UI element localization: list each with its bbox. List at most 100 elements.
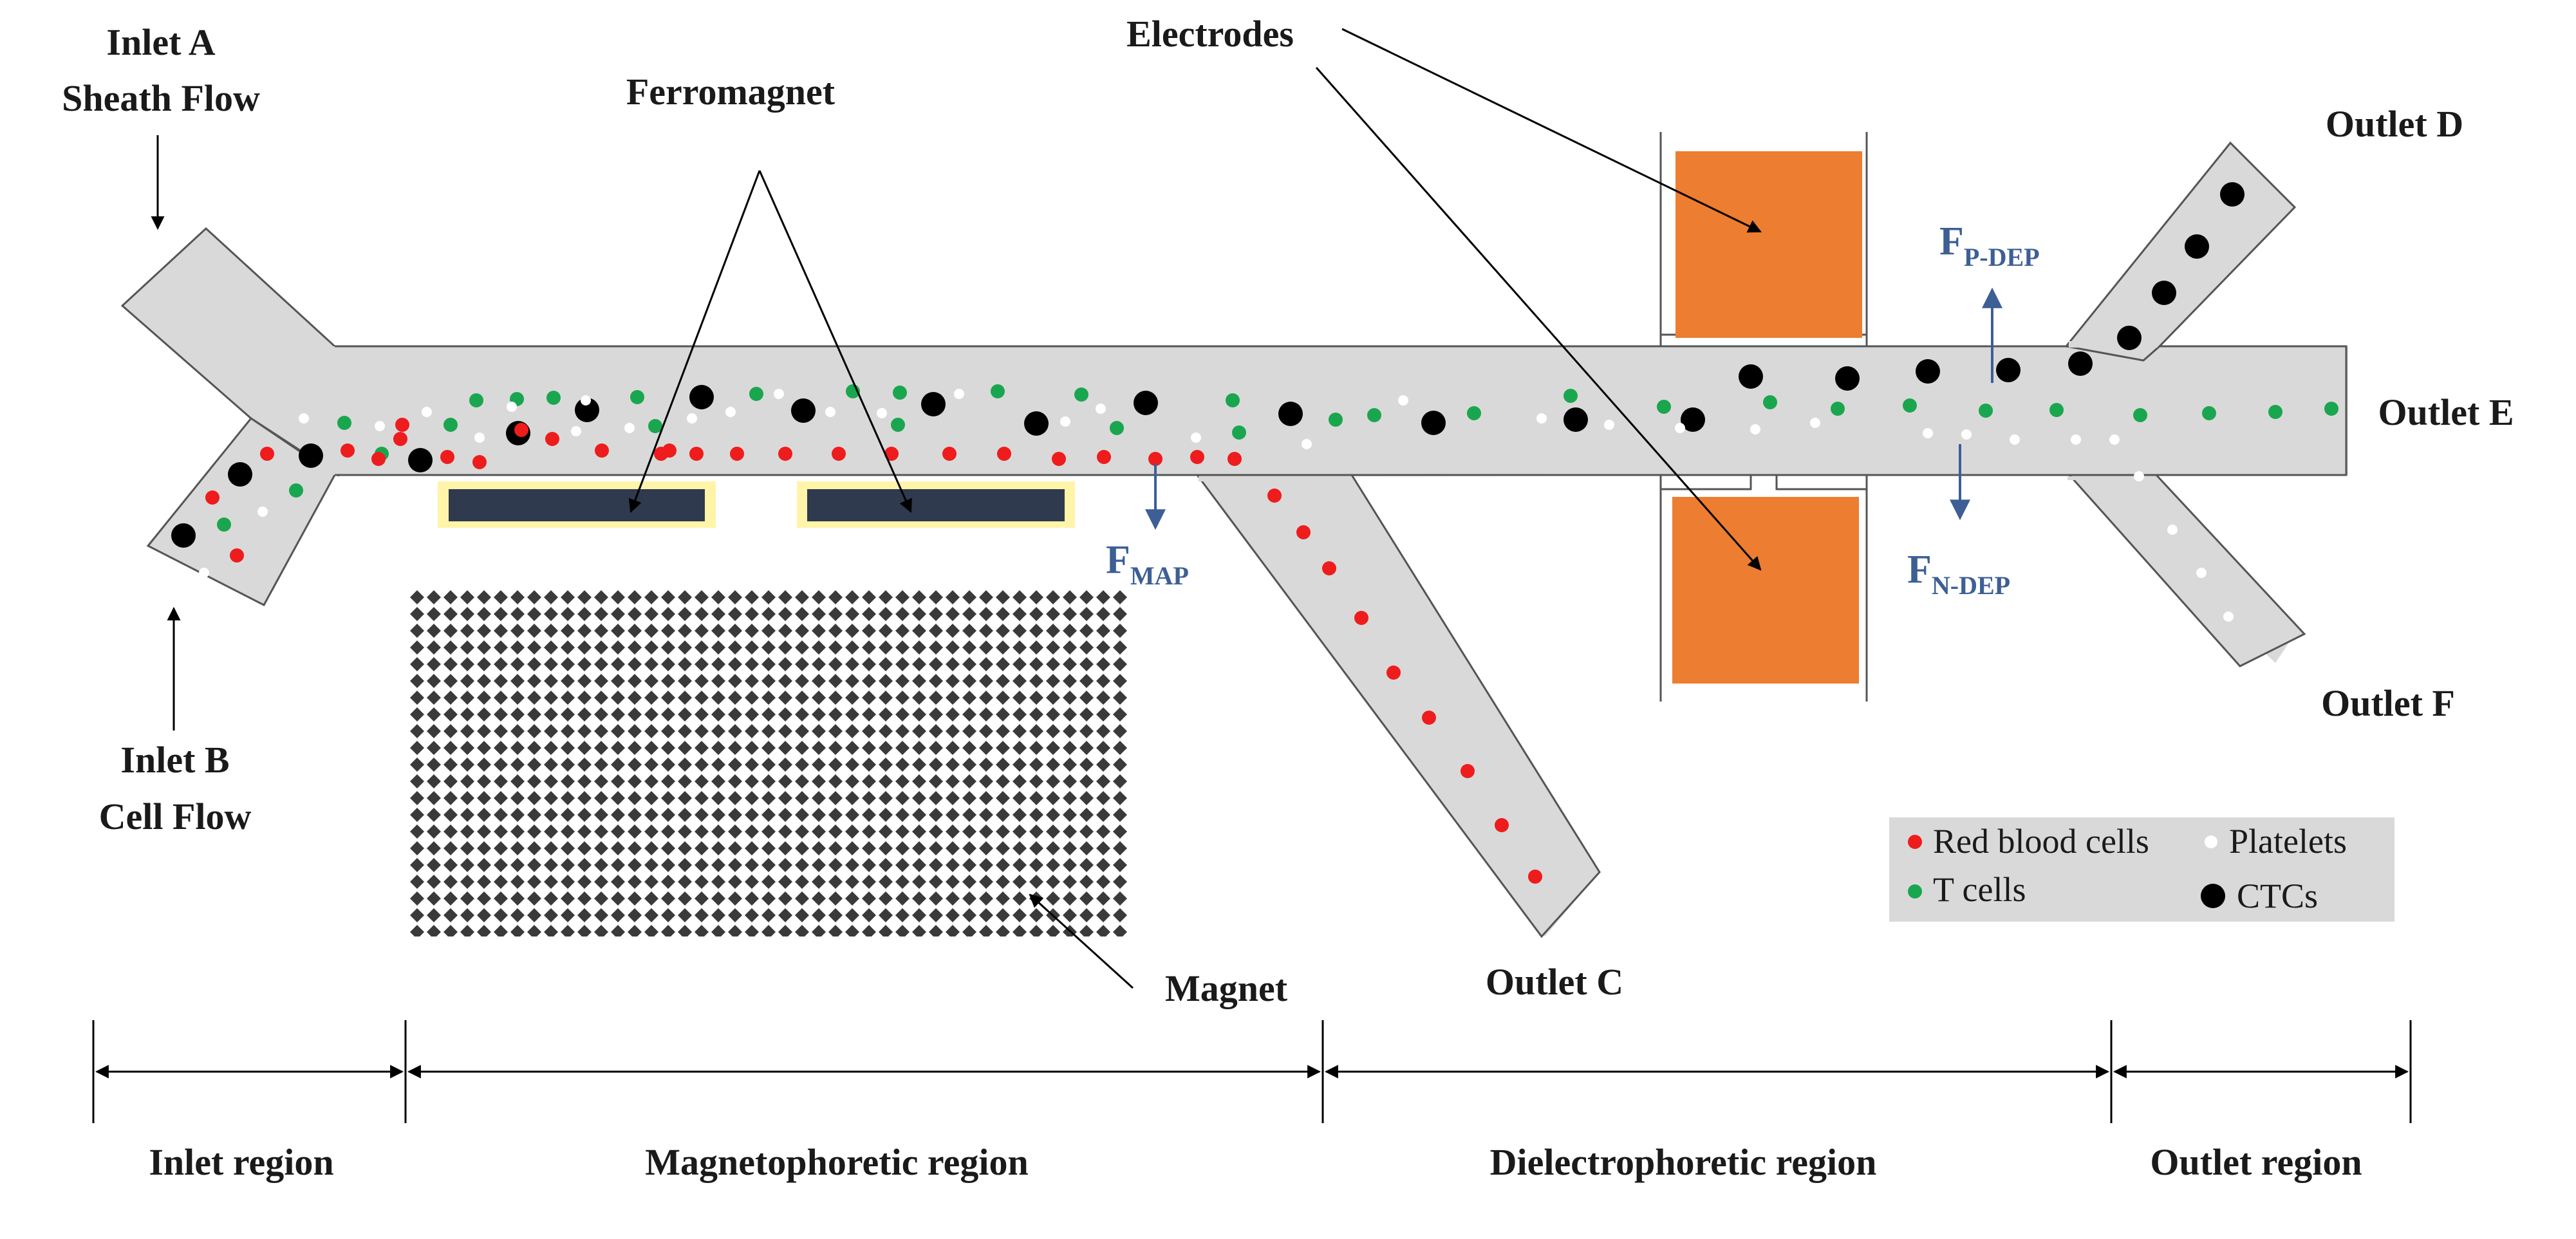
platelet (257, 507, 268, 517)
ferromagnet-bars (438, 481, 1075, 528)
ctc-cell (1835, 366, 1860, 391)
outlet-d-label: Outlet D (2326, 103, 2463, 145)
ctc-cell (1278, 402, 1303, 426)
ctc-cell (791, 398, 816, 423)
red-blood-cell (1354, 611, 1368, 625)
legend-platelet-label: Platelets (2229, 822, 2347, 861)
platelet (2223, 611, 2234, 622)
inlet-region-label: Inlet region (149, 1141, 333, 1183)
platelet (2134, 471, 2144, 481)
t-cell (891, 418, 905, 432)
red-blood-cell (1322, 561, 1336, 575)
ctc-cell (228, 462, 252, 487)
red-blood-cell (1461, 764, 1475, 778)
red-blood-cell (1267, 489, 1282, 503)
red-blood-cell (662, 443, 677, 458)
outlet-region-label: Outlet region (2150, 1141, 2362, 1183)
platelet (1750, 424, 1760, 434)
ferromagnet-arrow-2 (758, 170, 912, 513)
ctc-cell (408, 448, 433, 472)
t-cell (546, 391, 561, 405)
ctc-cell (2152, 281, 2176, 305)
ctc-cell (2220, 182, 2245, 207)
platelet (1923, 428, 1933, 438)
red-blood-cell (1495, 818, 1509, 832)
red-blood-cell (395, 418, 409, 432)
legend-rbc-label: Red blood cells (1933, 822, 2149, 861)
fpdep-label: FP-DEP (1939, 219, 2040, 272)
t-cell (1232, 425, 1246, 440)
ctc-cell (1024, 411, 1049, 436)
red-blood-cell (1227, 452, 1242, 466)
ctc-cell (1681, 407, 1705, 432)
ctc-cell (1916, 359, 1940, 384)
electrodes-label: Electrodes (1126, 13, 1294, 55)
platelet (2196, 568, 2207, 578)
t-cell (469, 393, 483, 407)
platelet (825, 407, 835, 417)
red-blood-cell (832, 447, 846, 461)
electrode-arrow-top (1341, 28, 1762, 233)
t-cell (1763, 395, 1777, 409)
platelet (774, 389, 784, 399)
top-electrode (1675, 151, 1862, 338)
red-blood-cell (1148, 452, 1162, 466)
red-blood-cell (230, 548, 244, 563)
red-blood-cell (1528, 870, 1542, 884)
ctc-cell (1134, 391, 1158, 415)
platelet (2167, 525, 2178, 535)
main-channel-fill (303, 346, 2348, 475)
legend-ctc-label: CTCs (2237, 877, 2318, 915)
red-blood-cell (1296, 525, 1311, 539)
ctc-cell (2068, 351, 2093, 376)
platelet (954, 389, 964, 399)
platelet (571, 426, 581, 436)
platelet (507, 402, 517, 412)
platelet (299, 413, 309, 424)
platelet (422, 407, 432, 417)
t-cell (991, 384, 1005, 398)
inlet-b-sublabel: Cell Flow (99, 796, 252, 837)
ctc-cell (689, 385, 714, 409)
t-cell (1563, 389, 1578, 403)
platelet (474, 433, 485, 443)
legend: Red blood cells Platelets T cells CTCs (1889, 817, 2394, 922)
red-blood-cell (730, 447, 744, 461)
platelet (877, 408, 887, 418)
platelet (1961, 429, 1972, 440)
platelet (1191, 433, 1201, 443)
magnet (409, 589, 1130, 936)
t-cell (443, 418, 458, 432)
t-cell (1110, 421, 1124, 435)
outlet-c-branch (1195, 474, 1601, 938)
t-cell (337, 416, 351, 430)
outlet-e-label: Outlet E (2378, 391, 2514, 433)
red-blood-cell (1052, 452, 1066, 466)
t-cell (648, 419, 662, 433)
red-blood-cell (778, 447, 792, 461)
t-cell (2133, 408, 2147, 422)
platelet (581, 395, 591, 405)
inlet-a-label: Inlet A (106, 21, 215, 63)
platelet (725, 407, 736, 417)
outlet-f-branch (2067, 474, 2306, 667)
dielectrophoretic-region-label: Dielectrophoretic region (1490, 1141, 1877, 1183)
cell-particles (171, 182, 2338, 884)
red-blood-cell (1386, 666, 1401, 680)
red-blood-cell (689, 447, 704, 461)
platelet (2010, 434, 2020, 445)
ctc-cell (1739, 364, 1763, 389)
t-cell (2324, 402, 2338, 416)
ctc-cell (1996, 358, 2021, 382)
ctc-cell (171, 523, 196, 548)
ferromagnet-arrow-1 (628, 170, 761, 513)
red-blood-cell (260, 447, 274, 461)
ctc-cell (1421, 411, 1446, 435)
magnetophoretic-region-label: Magnetophoretic region (645, 1141, 1029, 1183)
outlet-d-branch (2064, 141, 2297, 362)
legend-tcell-label: T cells (1933, 870, 2026, 909)
red-blood-cell (440, 450, 454, 464)
t-cell (749, 387, 763, 401)
red-blood-cell (942, 447, 957, 461)
platelet (1810, 418, 1820, 428)
